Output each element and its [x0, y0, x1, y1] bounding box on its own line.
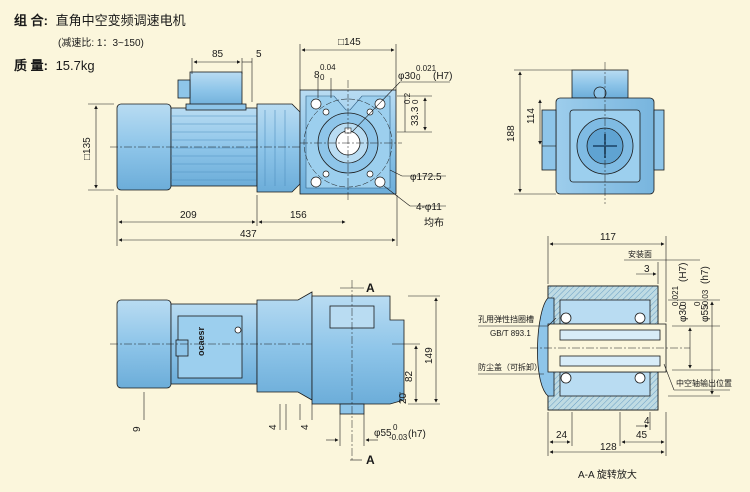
- output-shaft-label: 中空轴输出位置: [676, 378, 732, 388]
- model-value: 直角中空变频调速电机: [55, 13, 186, 28]
- cable-gland: [177, 79, 191, 99]
- section-shaft-tol: 0: [693, 301, 702, 306]
- keyway-width: 8: [314, 70, 320, 81]
- bore-tol: 0.021: [416, 64, 437, 73]
- section-bore-tol: 0.021: [671, 285, 680, 306]
- section-dimensions: [478, 236, 730, 456]
- dim-9: 9: [132, 426, 143, 432]
- section-shaft-dim: φ55: [700, 304, 711, 322]
- section-shaft-fit: (h7): [700, 266, 711, 284]
- bearing-top-left: [560, 312, 572, 324]
- top-view: [110, 71, 402, 200]
- standard-label: GB/T 893.1: [490, 329, 531, 338]
- pcd-dim: φ172.5: [410, 172, 442, 183]
- weight-row: 质 量: 15.7kg: [14, 55, 95, 74]
- bearing-bottom-right: [634, 372, 646, 384]
- bore-dim: φ30: [398, 71, 416, 82]
- bore-fit: (H7): [433, 71, 452, 82]
- keyway-tol-low: 0: [320, 73, 325, 82]
- dim-24: 24: [556, 430, 568, 441]
- adapter-flange: [256, 103, 301, 193]
- dim-4: 4: [268, 424, 279, 430]
- dim-145: □145: [338, 37, 361, 48]
- mount-hole-bl: [310, 176, 322, 188]
- section-a-bottom: A: [366, 453, 375, 467]
- side-view: [541, 62, 665, 204]
- section-caption: A-A 旋转放大: [578, 468, 637, 481]
- bore-tol-low: 0: [416, 73, 421, 82]
- dim-156: 156: [290, 210, 307, 221]
- section-bore-fit: (H7): [678, 263, 689, 282]
- dim-3: 3: [644, 264, 650, 275]
- mount-hole-tl: [310, 98, 322, 110]
- model-label: 组 合:: [14, 13, 48, 28]
- front-view-dimensions: [143, 287, 440, 461]
- top-view-dimensions: [88, 44, 450, 246]
- side-view-dimensions: [514, 69, 572, 195]
- mount-face-label: 安装面: [628, 249, 652, 259]
- mount-hole-br: [374, 176, 386, 188]
- shaft-dim: φ55: [374, 428, 392, 439]
- dim-45: 45: [636, 430, 648, 441]
- shaft-tol: 0: [393, 423, 398, 432]
- model-row: 组 合: 直角中空变频调速电机: [14, 10, 186, 29]
- dim-4-b: 4: [300, 424, 311, 430]
- weight-label: 质 量:: [14, 58, 48, 73]
- dim-85: 85: [212, 49, 224, 60]
- dim-209: 209: [180, 210, 197, 221]
- dim-33-tol: 0.2: [403, 92, 412, 104]
- dim-33-3: 33.3: [410, 106, 421, 126]
- holes-note: 均布: [424, 217, 444, 229]
- bearing-bottom-left: [560, 372, 572, 384]
- dim-20: 20: [398, 392, 409, 404]
- retaining-ring-label: 孔用弹性挡圈槽: [478, 314, 534, 324]
- holes-dim: 4-φ11: [416, 202, 442, 213]
- bearing-top-right: [634, 312, 646, 324]
- dim-33-tol-low: 0: [411, 99, 420, 104]
- brand-logo: ocaesr: [196, 326, 206, 356]
- section-dim-4: 4: [644, 416, 650, 427]
- dim-149: 149: [424, 347, 435, 364]
- dim-5: 5: [256, 49, 262, 60]
- weight-value: 15.7kg: [55, 58, 95, 73]
- section-a-top: A: [366, 281, 375, 295]
- section-bore-tol-low: 0: [679, 301, 688, 306]
- front-view: [110, 280, 405, 460]
- front-adapter: [256, 291, 313, 401]
- section-shaft-tol-low: -0.03: [701, 289, 710, 308]
- dim-128: 128: [600, 442, 617, 453]
- dim-114: 114: [526, 108, 537, 124]
- section-bore-dim: φ30: [678, 304, 689, 322]
- shaft-fit: (h7): [408, 429, 426, 440]
- ratio-note: (减速比: 1：3~150): [58, 38, 144, 49]
- dim-82: 82: [404, 370, 415, 382]
- dim-188: 188: [506, 125, 517, 142]
- section-view: [530, 285, 690, 411]
- mount-hole-tr: [374, 98, 386, 110]
- dim-117: 117: [600, 232, 616, 243]
- dust-cover-label: 防尘盖（可拆卸）: [478, 362, 542, 372]
- terminal-box: [189, 71, 243, 109]
- shaft-tol-low: -0.03: [389, 433, 408, 442]
- keyway-tol: 0.04: [320, 63, 336, 72]
- dim-135: □135: [82, 137, 93, 160]
- dim-437: 437: [240, 229, 257, 240]
